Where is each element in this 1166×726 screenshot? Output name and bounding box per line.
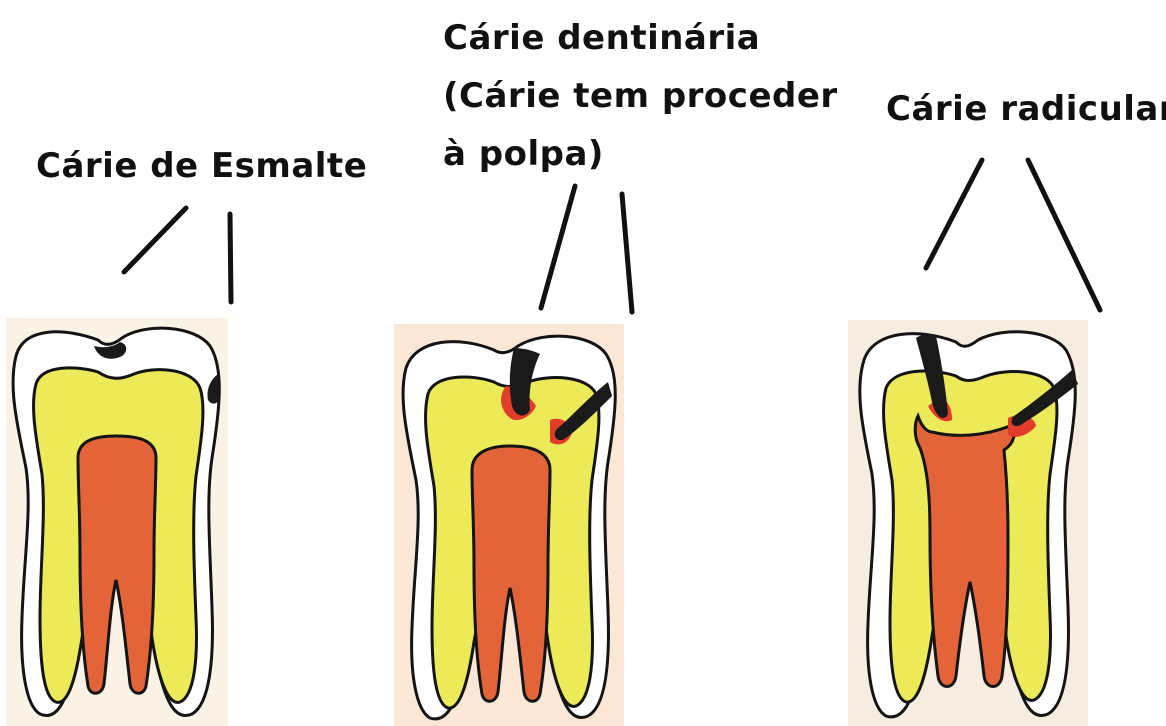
tooth-illustration [6,318,228,726]
pointer-line [1028,160,1100,310]
pointer-line [622,194,632,312]
tooth-card-dentin [394,324,624,726]
pointer-line [926,160,982,268]
pointer-line [541,186,575,308]
pointer-line [124,208,186,272]
tooth-card-enamel [6,318,228,726]
tooth-illustration [394,324,624,726]
pulp [78,436,156,693]
pointer-line [230,214,231,302]
pulp [472,446,550,701]
tooth-illustration [848,320,1088,726]
tooth-card-root [848,320,1088,726]
